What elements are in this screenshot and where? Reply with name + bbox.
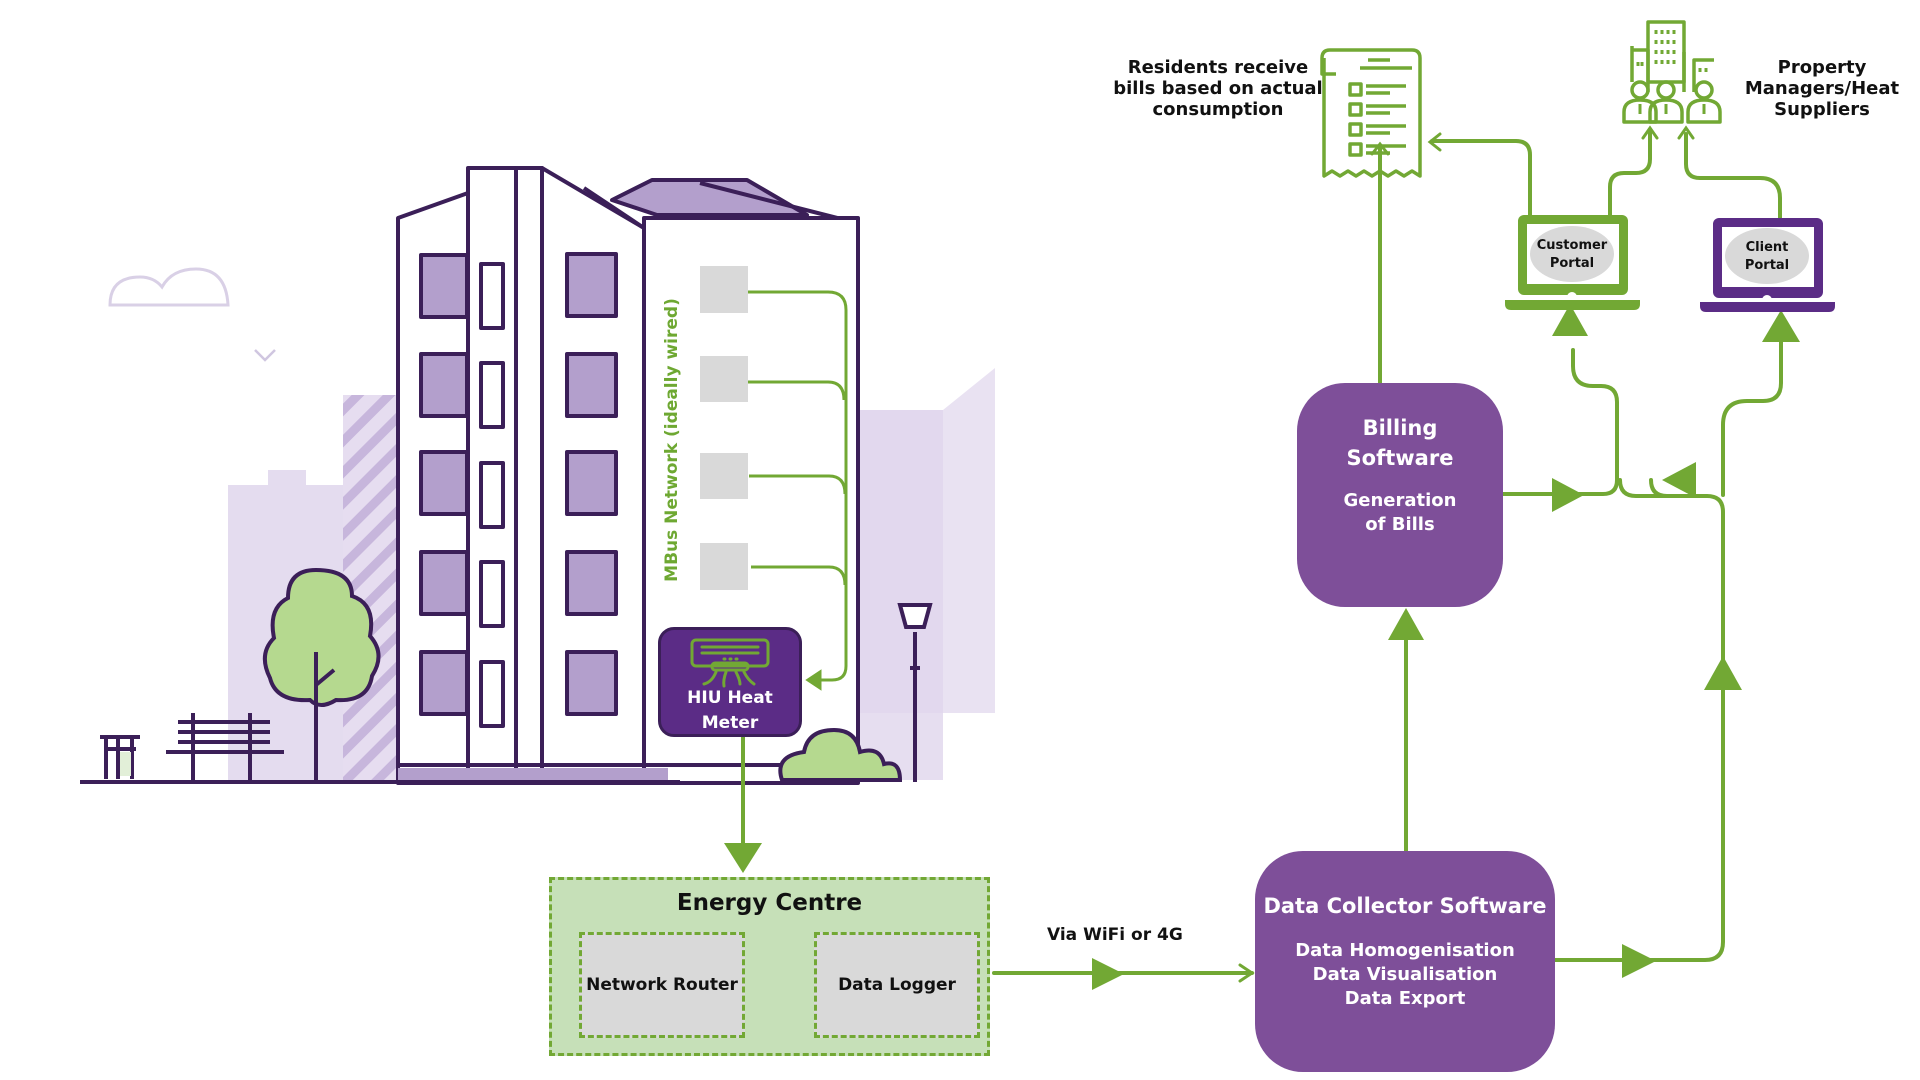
- customer-portal-laptop[interactable]: [1505, 215, 1640, 310]
- hiu-label-line2: Meter: [701, 713, 759, 733]
- street-furniture: [100, 567, 933, 782]
- residents-label-line: Residents receive: [1127, 57, 1309, 78]
- energy-centre-box[interactable]: Energy Centre Network Router Data Logger: [549, 877, 990, 1056]
- data-collector-box[interactable]: Data Collector Software Data Homogenisat…: [1255, 851, 1555, 1072]
- managers-label: Property Managers/Heat Suppliers: [1742, 57, 1902, 120]
- hiu-heat-meter-box[interactable]: HIU Heat Meter: [658, 627, 802, 737]
- client-portal-line2: Portal: [1744, 258, 1790, 273]
- customer-portal-line2: Portal: [1549, 256, 1595, 271]
- heat-unit-icon: [690, 638, 770, 688]
- billing-title-line2: Software: [1346, 446, 1454, 470]
- billing-title-line1: Billing: [1362, 416, 1438, 440]
- managers-label-line: Managers/Heat: [1744, 78, 1900, 99]
- arrow-right-icon: [1552, 478, 1584, 512]
- client-portal-line1: Client: [1745, 240, 1789, 255]
- network-router-label: Network Router: [586, 975, 738, 995]
- arrow-right-icon: [1092, 958, 1124, 990]
- arrow-up-icon: [1704, 656, 1742, 690]
- bin-icon: [100, 735, 140, 779]
- hiu-label-line1: HIU Heat: [687, 688, 773, 708]
- residents-label-line: bills based on actual: [1113, 78, 1323, 99]
- receipt-icon: [1320, 48, 1422, 178]
- arrow-right-icon: [1622, 944, 1656, 978]
- billing-sub-line2: of Bills: [1365, 514, 1435, 535]
- webcam-dot: [1567, 292, 1577, 302]
- bench-icon: [166, 713, 284, 782]
- lamp-icon: [897, 603, 933, 782]
- customer-portal-line1: Customer: [1536, 238, 1608, 253]
- data-logger-label: Data Logger: [838, 975, 956, 995]
- meter-panels: [700, 266, 748, 590]
- bird-icon: [254, 349, 276, 362]
- bush-icon: [778, 727, 903, 782]
- residents-label-line: consumption: [1152, 99, 1284, 120]
- data-collector-title: Data Collector Software: [1263, 894, 1547, 918]
- managers-label-line: Suppliers: [1774, 99, 1870, 120]
- client-portal-label[interactable]: Client Portal: [1725, 239, 1809, 275]
- data-collector-line: Data Homogenisation: [1295, 940, 1515, 961]
- energy-centre-title: Energy Centre: [676, 890, 863, 916]
- data-collector-line: Data Export: [1344, 988, 1466, 1009]
- client-portal-laptop[interactable]: [1700, 218, 1835, 312]
- arrow-up-icon: [1552, 304, 1588, 336]
- managers-label-line: Property: [1777, 57, 1867, 78]
- windows: [419, 252, 618, 728]
- connection-label: Via WiFi or 4G: [1047, 925, 1183, 945]
- tree-icon: [262, 567, 381, 782]
- mbus-wiring: [748, 290, 848, 691]
- billing-sub-line1: Generation: [1343, 490, 1457, 511]
- data-logger-box[interactable]: Data Logger: [814, 932, 980, 1038]
- customer-portal-label[interactable]: Customer Portal: [1530, 237, 1614, 273]
- arrow-up-icon: [1762, 310, 1800, 342]
- flow-arrows: [724, 125, 1800, 990]
- arrow-down-icon: [724, 843, 762, 873]
- residents-label: Residents receive bills based on actual …: [1108, 57, 1328, 120]
- network-router-box[interactable]: Network Router: [579, 932, 745, 1038]
- arrow-left-icon: [1662, 462, 1696, 498]
- data-collector-line: Data Visualisation: [1312, 964, 1498, 985]
- mbus-network-label: MBus Network (ideally wired): [662, 298, 682, 582]
- office-people-icon: [1622, 20, 1722, 124]
- billing-software-box[interactable]: Billing Software Generation of Bills: [1297, 383, 1503, 607]
- cloud-icon: [108, 267, 230, 307]
- arrow-up-icon: [1388, 608, 1424, 640]
